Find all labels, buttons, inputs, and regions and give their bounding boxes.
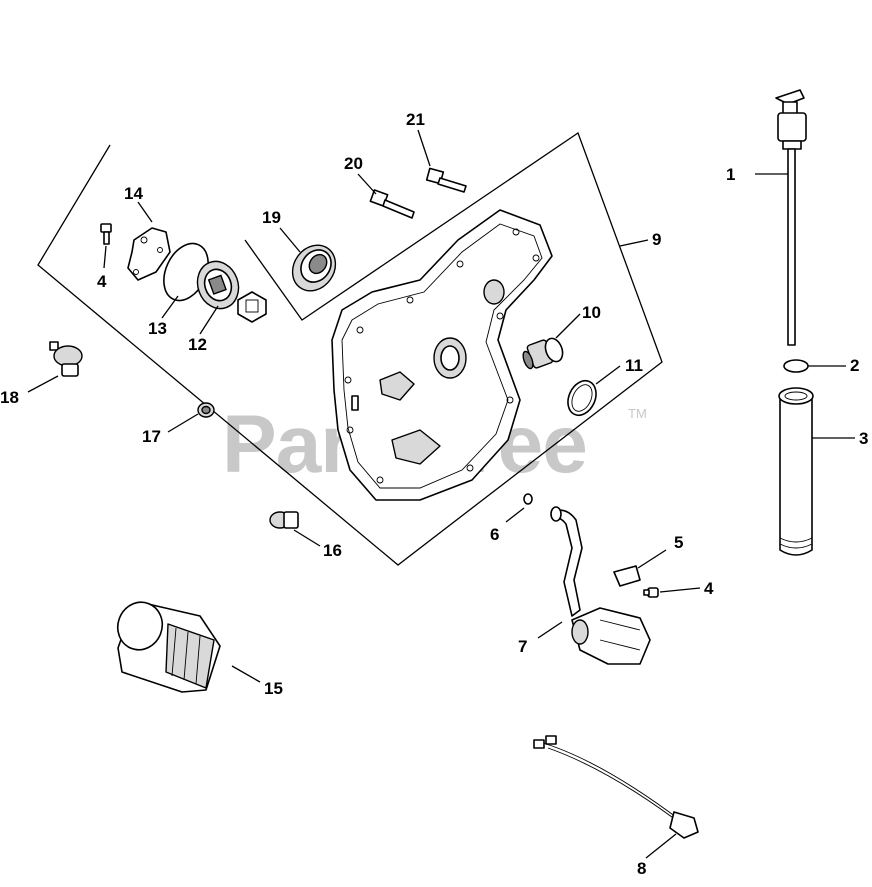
callout-labels: 1 2 3 4 4 5 6 7 8 9 10 11 12 13 14 15 16… — [0, 110, 868, 878]
bolt-icon[interactable] — [425, 167, 467, 193]
screw-icon[interactable] — [643, 587, 659, 598]
cover-icon[interactable] — [127, 227, 171, 281]
oil-filter-icon[interactable] — [111, 596, 221, 693]
callout-18[interactable]: 18 — [0, 388, 19, 407]
watermark-trademark: TM — [628, 406, 647, 421]
seal-icon[interactable] — [284, 237, 344, 299]
callout-21[interactable]: 21 — [406, 110, 425, 129]
drain-plug-icon[interactable] — [197, 402, 215, 418]
gear-icon[interactable] — [191, 256, 267, 323]
callout-15[interactable]: 15 — [264, 679, 283, 698]
screw-icon[interactable] — [100, 223, 112, 245]
assembly-boundary — [37, 131, 663, 566]
callout-4[interactable]: 4 — [704, 579, 714, 598]
wire-harness-icon[interactable] — [533, 735, 699, 839]
o-ring-icon[interactable] — [523, 493, 533, 505]
closure-plate-icon[interactable] — [331, 209, 553, 501]
callout-2[interactable]: 2 — [850, 356, 859, 375]
bracket-icon[interactable] — [613, 565, 641, 587]
callout-17[interactable]: 17 — [142, 427, 161, 446]
o-ring-icon[interactable] — [563, 376, 602, 420]
dipstick-tube-icon[interactable] — [778, 387, 814, 556]
oil-pressure-switch-icon[interactable] — [49, 341, 83, 377]
callout-13[interactable]: 13 — [148, 319, 167, 338]
callout-9[interactable]: 9 — [652, 230, 661, 249]
dipstick-icon[interactable] — [775, 89, 807, 346]
bolt-icon[interactable] — [369, 189, 415, 219]
callout-7[interactable]: 7 — [518, 637, 527, 656]
callout-3[interactable]: 3 — [859, 429, 868, 448]
callout-19[interactable]: 19 — [262, 208, 281, 227]
callout-6[interactable]: 6 — [490, 525, 499, 544]
callout-14[interactable]: 14 — [124, 184, 143, 203]
leader-lines — [27, 129, 855, 859]
callout-16[interactable]: 16 — [323, 541, 342, 560]
callout-5[interactable]: 5 — [674, 533, 683, 552]
callout-12[interactable]: 12 — [188, 335, 207, 354]
breather-icon[interactable] — [521, 336, 565, 370]
pickup-tube-icon[interactable] — [550, 506, 651, 665]
o-ring-icon[interactable] — [783, 359, 809, 373]
callout-20[interactable]: 20 — [344, 154, 363, 173]
callout-4[interactable]: 4 — [97, 272, 107, 291]
callout-1[interactable]: 1 — [726, 165, 735, 184]
drain-plug-icon[interactable] — [269, 511, 299, 529]
callout-10[interactable]: 10 — [582, 303, 601, 322]
callout-8[interactable]: 8 — [637, 859, 646, 878]
callout-11[interactable]: 11 — [625, 356, 643, 375]
